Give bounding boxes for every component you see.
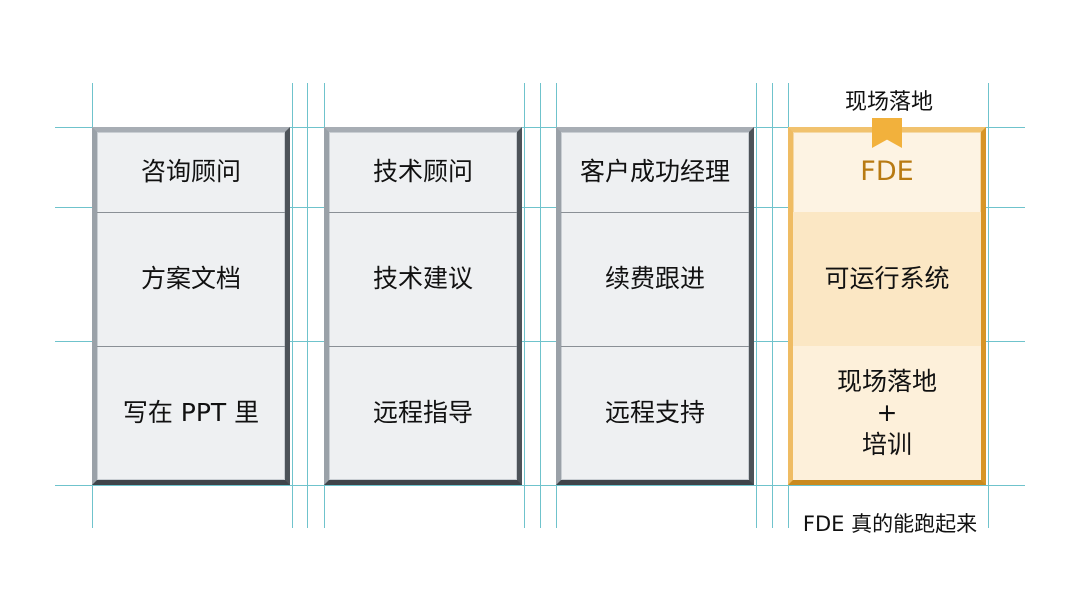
guide-line-v bbox=[524, 83, 525, 528]
column-header: FDE bbox=[793, 132, 981, 213]
delivery-mode-cell: 写在 PPT 里 bbox=[122, 398, 260, 428]
deliverable-cell: 方案文档 bbox=[97, 212, 285, 347]
guide-line-v bbox=[307, 83, 308, 528]
deliverable-cell: 续费跟进 bbox=[561, 212, 749, 347]
delivery-mode-cell: 现场落地 + 培训 bbox=[793, 346, 981, 480]
column-header: 客户成功经理 bbox=[561, 132, 749, 213]
delivery-mode-cell: 远程支持 bbox=[604, 398, 705, 428]
plus-sign: + bbox=[876, 398, 898, 428]
guide-line-v bbox=[292, 83, 293, 528]
column-customer-success: 客户成功经理 续费跟进 远程支持 bbox=[556, 127, 754, 485]
column-tech-advisor: 技术顾问 技术建议 远程指导 bbox=[324, 127, 522, 485]
delivery-mode-line: 现场落地 bbox=[836, 367, 937, 397]
column-consultant: 咨询顾问 方案文档 写在 PPT 里 bbox=[92, 127, 290, 485]
delivery-mode-line: 培训 bbox=[861, 429, 912, 459]
delivery-mode-cell: 远程指导 bbox=[372, 398, 473, 428]
bottom-annotation: FDE 真的能跑起来 bbox=[802, 512, 978, 536]
column-header: 技术顾问 bbox=[329, 132, 517, 213]
guide-line-v bbox=[756, 83, 757, 528]
guide-line-v bbox=[772, 83, 773, 528]
guide-line-v bbox=[988, 83, 989, 528]
column-header: 咨询顾问 bbox=[97, 132, 285, 213]
deliverable-cell: 技术建议 bbox=[329, 212, 517, 347]
top-annotation: 现场落地 bbox=[844, 90, 933, 115]
deliverable-cell: 可运行系统 bbox=[793, 212, 981, 347]
guide-line-v bbox=[540, 83, 541, 528]
column-fde: FDE 可运行系统 现场落地 + 培训 bbox=[788, 127, 986, 485]
